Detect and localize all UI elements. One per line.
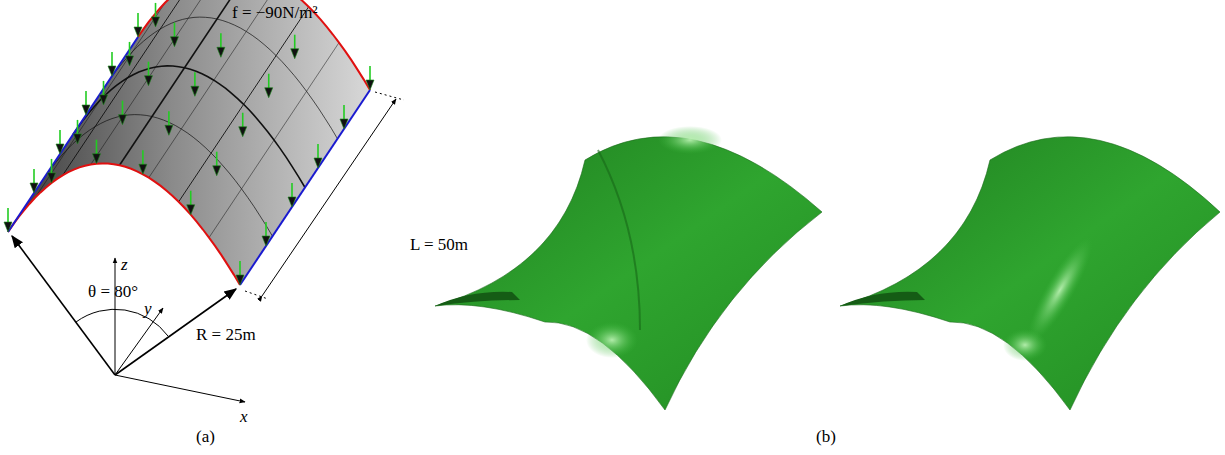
grid-line bbox=[209, 43, 339, 238]
load-arrow bbox=[217, 33, 225, 57]
dimension-label: L = 50m bbox=[410, 236, 468, 255]
load-arrow bbox=[139, 150, 147, 174]
load-arrow bbox=[108, 52, 116, 76]
axis-label: z bbox=[121, 256, 128, 275]
curved-edge bbox=[138, 0, 370, 90]
grid-line bbox=[63, 0, 193, 175]
load-arrow bbox=[56, 130, 64, 154]
load-arrow bbox=[30, 169, 38, 193]
load-arrow bbox=[191, 72, 199, 96]
load-arrow bbox=[170, 23, 178, 47]
grid-line bbox=[73, 66, 305, 188]
shell-roof bbox=[4, 0, 374, 285]
deformed-shell bbox=[435, 126, 822, 410]
grid-line bbox=[91, 0, 221, 164]
load-arrow bbox=[366, 66, 374, 90]
grid-line bbox=[149, 0, 279, 178]
load-arrow bbox=[291, 35, 299, 59]
dimension-label: R = 25m bbox=[196, 326, 256, 345]
load-arrow bbox=[152, 3, 160, 27]
grid-line bbox=[41, 115, 273, 237]
load-arrow bbox=[236, 261, 244, 285]
load-arrow bbox=[165, 111, 173, 135]
grid-line bbox=[35, 3, 165, 198]
load-arrow bbox=[100, 81, 108, 105]
deformed-shell bbox=[840, 137, 1220, 410]
axis-label: x bbox=[240, 408, 248, 427]
load-arrow bbox=[213, 152, 221, 176]
load-arrow bbox=[265, 74, 273, 98]
curved-edge bbox=[8, 163, 240, 285]
shell-surface bbox=[8, 0, 370, 285]
straight-edge bbox=[8, 37, 138, 232]
load-arrow bbox=[314, 144, 322, 168]
load-arrow bbox=[48, 159, 56, 183]
load-arrow bbox=[134, 13, 142, 37]
axis-label: y bbox=[144, 300, 152, 319]
load-arrow bbox=[239, 113, 247, 137]
straight-edge bbox=[240, 90, 370, 285]
subfigure-label: (b) bbox=[816, 428, 836, 447]
load-arrow bbox=[288, 183, 296, 207]
load-arrow bbox=[144, 62, 152, 86]
load-arrow bbox=[4, 208, 12, 232]
load-arrow bbox=[118, 101, 126, 125]
load-arrow bbox=[82, 91, 90, 115]
load-arrow bbox=[74, 120, 82, 144]
axes bbox=[12, 92, 404, 402]
grid-line bbox=[120, 0, 250, 165]
subfigure-label: (a) bbox=[196, 428, 215, 447]
angle-label: θ = 80° bbox=[88, 283, 138, 302]
load-arrow bbox=[92, 140, 100, 164]
load-arrow bbox=[262, 222, 270, 246]
load-arrow bbox=[126, 42, 134, 66]
grid-line bbox=[179, 7, 309, 202]
load-label: f = −90N/m² bbox=[232, 4, 318, 23]
load-arrow bbox=[187, 191, 195, 215]
load-arrow bbox=[340, 105, 348, 129]
